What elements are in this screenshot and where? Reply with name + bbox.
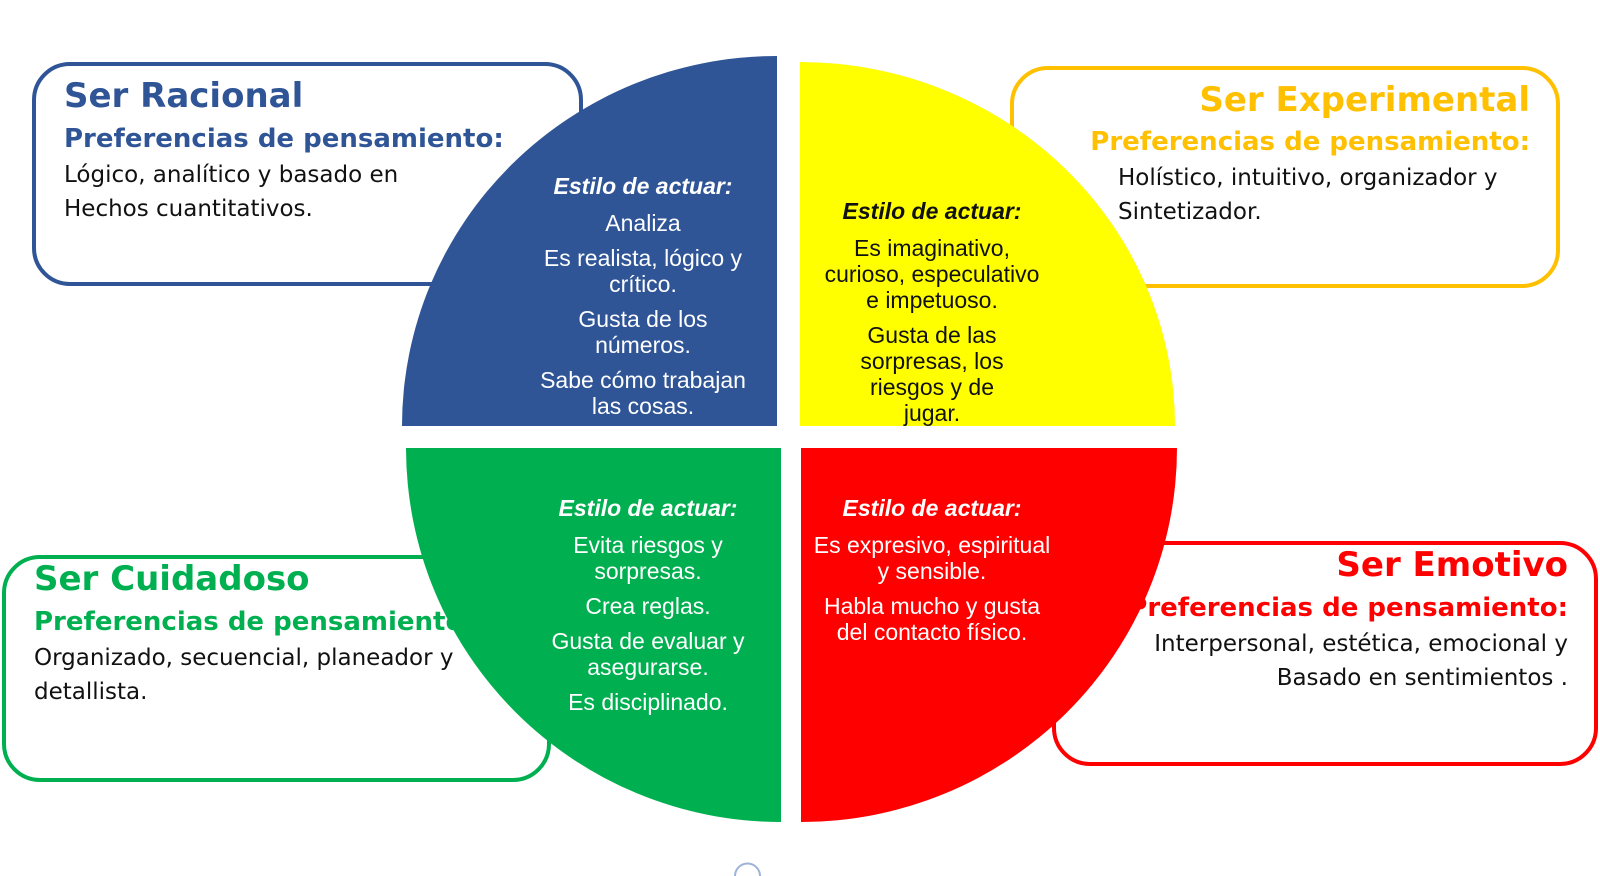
small-circle-mark: [734, 862, 761, 876]
racional-line-1: Lógico, analítico y basado en: [64, 162, 399, 188]
quadrant-green-item-2: Crea reglas.: [585, 593, 711, 619]
quadrant-red: [801, 448, 1177, 822]
quadrant-green-item-3: Gusta de evaluar y asegurarse.: [551, 628, 745, 680]
quadrant-blue-item-3: Gusta de los números.: [578, 306, 708, 358]
quadrant-green-item-1: Evita riesgos y sorpresas.: [573, 532, 723, 584]
cuidadoso-line-2: detallista.: [34, 679, 148, 705]
quadrant-green: [406, 448, 781, 822]
quadrant-red-item-2: Habla mucho y gusta del contacto físico.: [823, 593, 1041, 645]
quadrant-green-item-4: Es disciplinado.: [568, 689, 728, 715]
emotivo-line-2: Basado en sentimientos .: [1276, 665, 1568, 691]
quadrant-yellow-item-1: Es imaginativo, curioso, especulativo e …: [824, 235, 1040, 313]
quadrant-blue-item-1: Analiza: [605, 210, 681, 236]
quadrant-blue: [402, 56, 777, 426]
quadrant-green-heading: Estilo de actuar:: [558, 495, 738, 521]
quadrant-red-text: Estilo de actuar: Es expresivo, espiritu…: [802, 495, 1062, 654]
quadrant-blue-heading: Estilo de actuar:: [553, 173, 733, 199]
experimental-box: Ser Experimental Preferencias de pensami…: [1010, 66, 1560, 288]
emotivo-subtitle: Preferencias de pensamiento:: [1128, 593, 1568, 623]
racional-line-2: Hechos cuantitativos.: [64, 196, 313, 222]
experimental-title: Ser Experimental: [1199, 80, 1530, 120]
experimental-line-1: Holístico, intuitivo, organizador y: [1118, 165, 1498, 191]
racional-title: Ser Racional: [64, 76, 304, 116]
racional-subtitle: Preferencias de pensamiento:: [64, 124, 504, 154]
quadrant-red-heading: Estilo de actuar:: [842, 495, 1022, 521]
emotivo-line-1: Interpersonal, estética, emocional y: [1154, 631, 1568, 657]
quadrant-yellow: [800, 62, 1175, 426]
experimental-subtitle: Preferencias de pensamiento:: [1090, 127, 1530, 157]
cuidadoso-line-1: Organizado, secuencial, planeador y: [34, 645, 454, 671]
quadrant-yellow-text: Estilo de actuar: Es imaginativo, curios…: [802, 198, 1062, 435]
quadrant-blue-item-4: Sabe cómo trabajan las cosas.: [540, 367, 746, 419]
quadrant-yellow-heading: Estilo de actuar:: [842, 198, 1022, 224]
emotivo-title: Ser Emotivo: [1336, 545, 1568, 585]
quadrant-red-item-1: Es expresivo, espiritual y sensible.: [813, 532, 1051, 584]
quadrant-blue-item-2: Es realista, lógico y crítico.: [543, 245, 743, 297]
cuidadoso-subtitle: Preferencias de pensamiento:: [34, 607, 474, 637]
experimental-line-2: Sintetizador.: [1118, 199, 1262, 225]
quadrant-green-text: Estilo de actuar: Evita riesgos y sorpre…: [518, 495, 778, 724]
quadrant-blue-text: Estilo de actuar: Analiza Es realista, l…: [513, 173, 773, 428]
quadrant-yellow-item-2: Gusta de las sorpresas, los riesgos y de…: [860, 322, 1004, 426]
cuidadoso-title: Ser Cuidadoso: [34, 559, 310, 599]
racional-box: Ser Racional Preferencias de pensamiento…: [32, 62, 583, 286]
